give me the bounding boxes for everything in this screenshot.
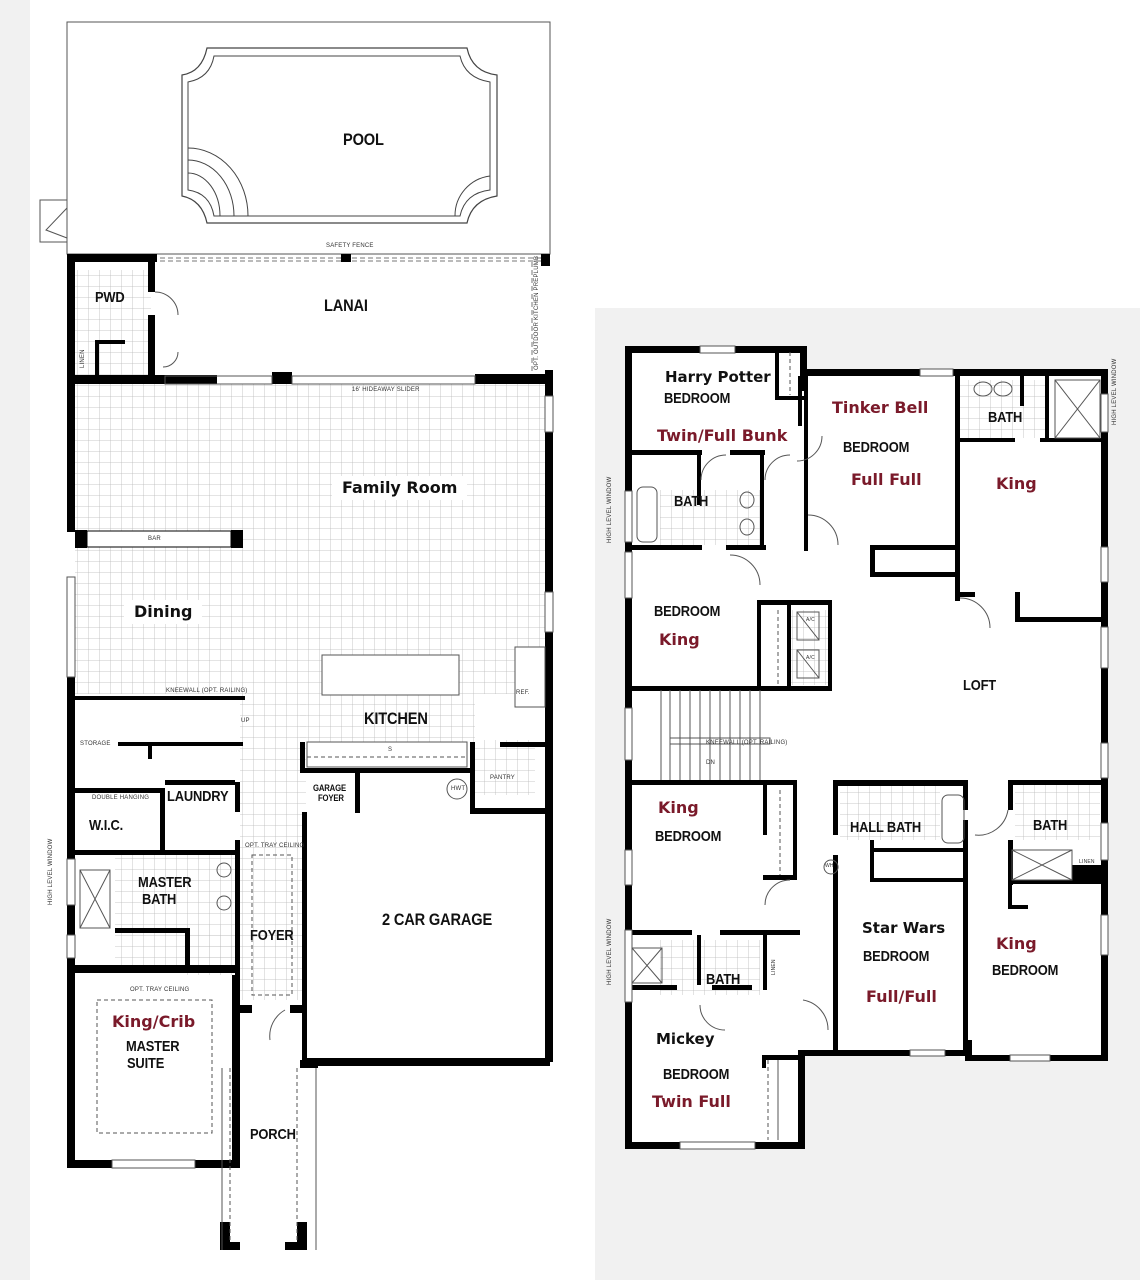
note-kneewall-upper: KNEEWALL (OPT. RAILING) xyxy=(706,740,788,746)
room-label-loft: LOFT xyxy=(963,677,996,694)
room-label-bedroom-w: BEDROOM xyxy=(654,603,721,620)
room-name-tinker-bell: Tinker Bell xyxy=(832,398,929,417)
room-label-foyer: FOYER xyxy=(250,927,294,944)
note-wh: WH xyxy=(825,863,834,869)
note-hideaway-slider: 16' HIDEAWAY SLIDER xyxy=(352,387,420,393)
note-bar: BAR xyxy=(148,536,161,542)
note-kneewall: KNEEWALL (OPT. RAILING) xyxy=(166,688,248,694)
note-linen-mickey: LINEN xyxy=(771,959,777,975)
room-label-dining: Dining xyxy=(124,600,203,624)
room-label-bath-left: BATH xyxy=(674,493,709,510)
note-high-level-window-ground: HIGH LEVEL WINDOW xyxy=(48,838,54,905)
note-high-level-window-left: HIGH LEVEL WINDOW xyxy=(607,476,613,543)
room-label-master-suite-2: SUITE xyxy=(127,1055,165,1072)
room-label-lanai: LANAI xyxy=(324,296,368,315)
room-name-mickey: Mickey xyxy=(656,1030,715,1048)
room-label-bath-se: BATH xyxy=(1033,817,1068,834)
room-label-master-bath-2: BATH xyxy=(142,891,177,908)
note-ac-1: A/C xyxy=(806,617,815,623)
note-opt-tray-ceiling-master: OPT. TRAY CEILING xyxy=(130,987,190,993)
bed-label-master-suite: King/Crib xyxy=(112,1012,196,1031)
room-label-star-wars-bedroom: BEDROOM xyxy=(863,948,930,965)
room-label-pool: POOL xyxy=(343,130,384,149)
room-label-bath-mickey: BATH xyxy=(706,971,741,988)
room-label-tinker-bell-bedroom: BEDROOM xyxy=(843,439,910,456)
note-storage: STORAGE xyxy=(80,741,111,747)
room-label-harry-potter-bedroom: BEDROOM xyxy=(664,390,731,407)
note-up: UP xyxy=(241,718,250,724)
note-linen: LINEN xyxy=(80,349,86,368)
bed-label-king-se: King xyxy=(996,934,1037,953)
room-label-king-se-bedroom: BEDROOM xyxy=(992,962,1059,979)
note-safety-fence: SAFETY FENCE xyxy=(326,243,374,249)
note-sink: S xyxy=(388,747,393,753)
bed-label-bedroom-w: King xyxy=(659,630,700,649)
bed-label-mickey: Twin Full xyxy=(652,1092,731,1111)
pool xyxy=(181,47,498,224)
note-ac-2: A/C xyxy=(806,655,815,661)
note-hwt: HWT xyxy=(451,786,466,792)
bed-label-tinker-bell: Full Full xyxy=(851,470,922,489)
note-linen-se: LINEN xyxy=(1079,859,1095,865)
room-label-laundry: LAUNDRY xyxy=(167,788,229,805)
note-high-level-window-mickey: HIGH LEVEL WINDOW xyxy=(607,918,613,985)
room-label-porch: PORCH xyxy=(250,1126,296,1143)
room-label-master-suite-1: MASTER xyxy=(126,1038,180,1055)
room-label-bath-top-right: BATH xyxy=(988,409,1023,426)
ground-floor-walls xyxy=(67,254,553,1250)
note-outdoor-kitchen: OPT. OUTDOOR KITCHEN PREPLUMB xyxy=(534,255,540,370)
room-label-garage-foyer-2: FOYER xyxy=(318,793,344,803)
room-name-harry-potter: Harry Potter xyxy=(665,368,771,386)
note-ref: REF. xyxy=(516,690,530,696)
room-label-wic: W.I.C. xyxy=(89,817,124,834)
room-label-kitchen: KITCHEN xyxy=(364,709,428,728)
bed-label-bedroom-sw: King xyxy=(658,798,699,817)
room-label-family-room: Family Room xyxy=(332,476,468,500)
room-label-mickey-bedroom: BEDROOM xyxy=(663,1066,730,1083)
room-label-hall-bath: HALL BATH xyxy=(850,819,922,836)
note-double-hanging: DOUBLE HANGING xyxy=(92,795,150,801)
upper-floor-sheet-top xyxy=(595,0,1140,308)
room-label-master-bath-1: MASTER xyxy=(138,874,192,891)
room-label-garage-foyer-1: GARAGE xyxy=(313,783,346,793)
room-label-pwd: PWD xyxy=(95,289,125,306)
note-pantry: PANTRY xyxy=(490,775,515,781)
room-label-garage: 2 CAR GARAGE xyxy=(382,910,493,929)
upper-floor-walls xyxy=(625,346,1108,1149)
note-high-level-window-right: HIGH LEVEL WINDOW xyxy=(1112,358,1118,425)
bed-label-harry-potter: Twin/Full Bunk xyxy=(657,426,788,445)
note-dn: DN xyxy=(706,760,716,766)
bed-label-star-wars: Full/Full xyxy=(866,987,937,1006)
room-name-star-wars: Star Wars xyxy=(862,919,946,937)
bed-label-king-ne: King xyxy=(996,474,1037,493)
room-label-bedroom-sw: BEDROOM xyxy=(655,828,722,845)
note-opt-tray-ceiling-foyer: OPT. TRAY CEILING xyxy=(245,843,305,849)
